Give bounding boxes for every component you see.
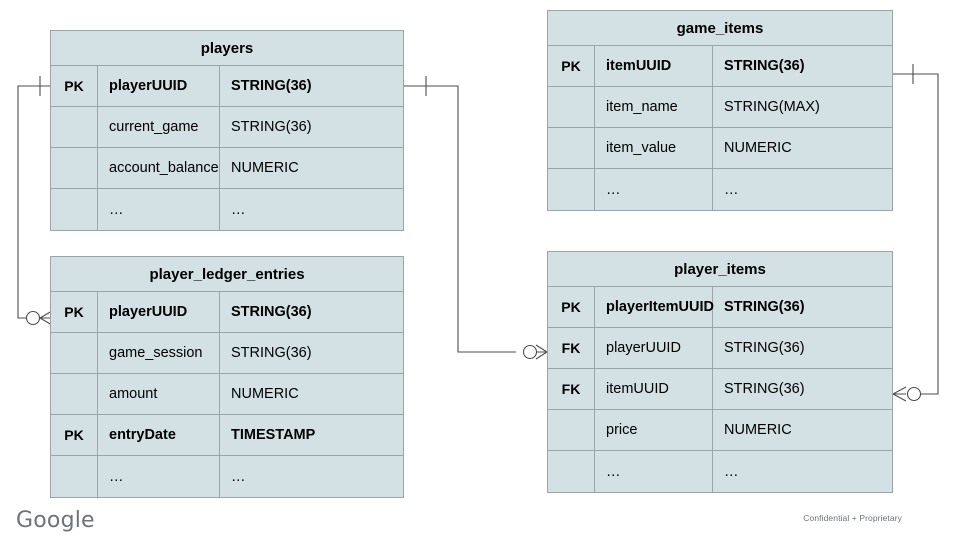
row-name: playerItemUUID bbox=[595, 287, 714, 327]
row-key bbox=[548, 87, 595, 127]
table-row[interactable]: … … bbox=[51, 456, 403, 497]
row-type: STRING(36) bbox=[231, 78, 312, 94]
entity-player-ledger-entries[interactable]: player_ledger_entries PK playerUUID STRI… bbox=[50, 256, 404, 498]
table-row[interactable]: PK playerItemUUID STRING(36) bbox=[548, 287, 892, 328]
row-type: STRING(36) bbox=[231, 119, 312, 135]
row-key: PK bbox=[51, 415, 98, 455]
row-name: … bbox=[595, 451, 713, 492]
row-key bbox=[548, 169, 595, 210]
connector-players-to-ledger bbox=[17, 76, 53, 326]
row-key: FK bbox=[548, 369, 595, 409]
row-key bbox=[51, 189, 98, 230]
entity-player-items[interactable]: player_items PK playerItemUUID STRING(36… bbox=[547, 251, 893, 493]
connector-players-to-player-items bbox=[404, 76, 548, 360]
entity-title-player-items: player_items bbox=[548, 252, 892, 287]
table-row[interactable]: PK playerUUID STRING(36) bbox=[51, 292, 403, 333]
row-name: playerUUID bbox=[98, 292, 220, 332]
google-logo: Google bbox=[16, 508, 95, 533]
row-key: PK bbox=[51, 292, 98, 332]
row-type: NUMERIC bbox=[724, 422, 792, 438]
row-name: itemUUID bbox=[595, 369, 713, 409]
row-key: FK bbox=[548, 328, 595, 368]
row-key bbox=[51, 333, 98, 373]
confidentiality-note: Confidential + Proprietary bbox=[803, 513, 902, 523]
row-name: item_value bbox=[595, 128, 713, 168]
table-row[interactable]: … … bbox=[51, 189, 403, 230]
entity-title-player-ledger-entries: player_ledger_entries bbox=[51, 257, 403, 292]
table-row[interactable]: … … bbox=[548, 451, 892, 492]
entity-game-items[interactable]: game_items PK itemUUID STRING(36) item_n… bbox=[547, 10, 893, 211]
connector-game-items-to-player-items bbox=[892, 64, 939, 402]
row-name: playerUUID bbox=[595, 328, 713, 368]
table-row[interactable]: item_value NUMERIC bbox=[548, 128, 892, 169]
table-row[interactable]: FK itemUUID STRING(36) bbox=[548, 369, 892, 410]
row-name: amount bbox=[98, 374, 220, 414]
row-key bbox=[548, 128, 595, 168]
entity-title-game-items: game_items bbox=[548, 11, 892, 46]
table-row[interactable]: PK itemUUID STRING(36) bbox=[548, 46, 892, 87]
row-name: item_name bbox=[595, 87, 713, 127]
table-row[interactable]: PK playerUUID STRING(36) bbox=[51, 66, 403, 107]
row-name: price bbox=[595, 410, 713, 450]
row-name: playerUUID bbox=[98, 66, 220, 106]
row-type: NUMERIC bbox=[231, 160, 299, 176]
row-type: … bbox=[724, 181, 739, 198]
table-row[interactable]: current_game STRING(36) bbox=[51, 107, 403, 148]
row-type: STRING(36) bbox=[724, 299, 805, 315]
entity-players[interactable]: players PK playerUUID STRING(36) current… bbox=[50, 30, 404, 231]
table-row[interactable]: game_session STRING(36) bbox=[51, 333, 403, 374]
table-row[interactable]: FK playerUUID STRING(36) bbox=[548, 328, 892, 369]
row-type: STRING(36) bbox=[724, 381, 805, 397]
row-type: TIMESTAMP bbox=[231, 427, 316, 443]
row-key: PK bbox=[548, 46, 595, 86]
row-type: STRING(36) bbox=[724, 58, 805, 74]
row-type: STRING(36) bbox=[231, 345, 312, 361]
row-name: … bbox=[98, 189, 220, 230]
row-name: … bbox=[595, 169, 713, 210]
row-type: NUMERIC bbox=[724, 140, 792, 156]
row-key bbox=[51, 148, 98, 188]
row-name: account_balance bbox=[98, 148, 220, 188]
table-row[interactable]: account_balance NUMERIC bbox=[51, 148, 403, 189]
row-name: current_game bbox=[98, 107, 220, 147]
row-type: … bbox=[724, 463, 739, 480]
table-row[interactable]: price NUMERIC bbox=[548, 410, 892, 451]
row-key bbox=[51, 374, 98, 414]
row-name: … bbox=[98, 456, 220, 497]
row-name: itemUUID bbox=[595, 46, 713, 86]
row-name: game_session bbox=[98, 333, 220, 373]
row-type: STRING(MAX) bbox=[724, 99, 820, 115]
table-row[interactable]: item_name STRING(MAX) bbox=[548, 87, 892, 128]
row-type: … bbox=[231, 201, 246, 218]
row-type: STRING(36) bbox=[724, 340, 805, 356]
row-key bbox=[51, 456, 98, 497]
row-type: … bbox=[231, 468, 246, 485]
row-type: NUMERIC bbox=[231, 386, 299, 402]
table-row[interactable]: PK entryDate TIMESTAMP bbox=[51, 415, 403, 456]
table-row[interactable]: … … bbox=[548, 169, 892, 210]
row-key bbox=[548, 451, 595, 492]
row-key bbox=[51, 107, 98, 147]
row-name: entryDate bbox=[98, 415, 220, 455]
row-key bbox=[548, 410, 595, 450]
entity-title-players: players bbox=[51, 31, 403, 66]
row-type: STRING(36) bbox=[231, 304, 312, 320]
row-key: PK bbox=[51, 66, 98, 106]
row-key: PK bbox=[548, 287, 595, 327]
table-row[interactable]: amount NUMERIC bbox=[51, 374, 403, 415]
